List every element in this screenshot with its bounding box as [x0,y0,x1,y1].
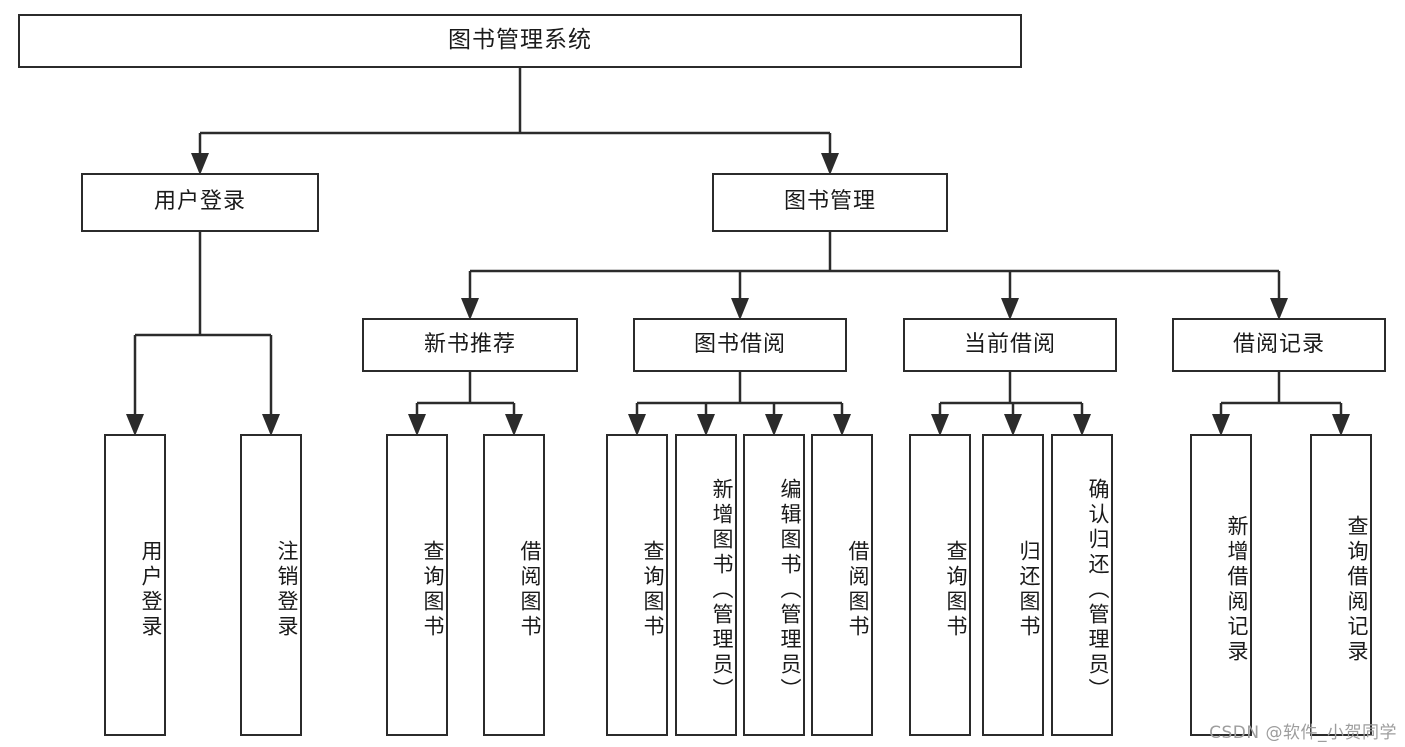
arrowhead-icon [1332,414,1350,436]
arrowhead-icon [731,298,749,320]
arrowhead-icon [126,414,144,436]
node-label: 借阅记录 [1232,331,1325,357]
node-label: 注销登录 [275,540,299,640]
arrowhead-icon [1212,414,1230,436]
node-new-book-rec[interactable]: 新书推荐 [362,318,578,372]
node-leaf-query-book-2[interactable]: 查询图书 [606,434,668,736]
node-root-system[interactable]: 图书管理系统 [18,14,1022,68]
node-label: 确认归还（管理员） [1086,477,1110,703]
node-label: 新增借阅记录 [1225,515,1249,665]
node-label: 图书借阅 [693,331,786,357]
watermark-text: CSDN @软件_小贺同学 [1209,723,1397,743]
node-label: 借阅图书 [846,540,870,640]
node-label: 查询借阅记录 [1345,515,1369,665]
arrowhead-icon [697,414,715,436]
node-label: 当前借阅 [963,331,1056,357]
arrowhead-icon [1073,414,1091,436]
node-current-borrow[interactable]: 当前借阅 [903,318,1117,372]
node-leaf-user-login[interactable]: 用户登录 [104,434,166,736]
node-leaf-add-book[interactable]: 新增图书（管理员） [675,434,737,736]
arrowhead-icon [833,414,851,436]
arrowhead-icon [931,414,949,436]
node-label: 查询图书 [944,540,968,640]
node-label: 编辑图书（管理员） [778,477,802,703]
node-label: 查询图书 [421,540,445,640]
node-label: 借阅图书 [518,540,542,640]
node-label: 查询图书 [641,540,665,640]
node-book-borrow[interactable]: 图书借阅 [633,318,847,372]
node-book-manage[interactable]: 图书管理 [712,173,948,232]
node-leaf-return-book[interactable]: 归还图书 [982,434,1044,736]
node-label: 图书管理系统 [448,27,592,54]
arrowhead-icon [1004,414,1022,436]
arrowhead-icon [408,414,426,436]
node-user-login[interactable]: 用户登录 [81,173,319,232]
node-label: 归还图书 [1017,540,1041,640]
arrowhead-icon [1270,298,1288,320]
node-leaf-confirm-return[interactable]: 确认归还（管理员） [1051,434,1113,736]
arrowhead-icon [461,298,479,320]
node-leaf-query-book-3[interactable]: 查询图书 [909,434,971,736]
node-label: 用户登录 [139,540,163,640]
arrowhead-icon [505,414,523,436]
arrowhead-icon [628,414,646,436]
node-borrow-record[interactable]: 借阅记录 [1172,318,1386,372]
node-leaf-borrow-book-1[interactable]: 借阅图书 [483,434,545,736]
arrowhead-icon [821,153,839,175]
node-label: 新书推荐 [423,331,516,357]
node-leaf-query-book-1[interactable]: 查询图书 [386,434,448,736]
node-leaf-add-record[interactable]: 新增借阅记录 [1190,434,1252,736]
arrowhead-icon [765,414,783,436]
node-label: 图书管理 [783,189,876,215]
node-label: 新增图书（管理员） [710,477,734,703]
arrowhead-icon [262,414,280,436]
arrowhead-icon [191,153,209,175]
node-label: 用户登录 [153,189,246,215]
node-leaf-borrow-book-2[interactable]: 借阅图书 [811,434,873,736]
arrowhead-icon [1001,298,1019,320]
node-leaf-query-record[interactable]: 查询借阅记录 [1310,434,1372,736]
node-leaf-user-logout[interactable]: 注销登录 [240,434,302,736]
node-leaf-edit-book[interactable]: 编辑图书（管理员） [743,434,805,736]
